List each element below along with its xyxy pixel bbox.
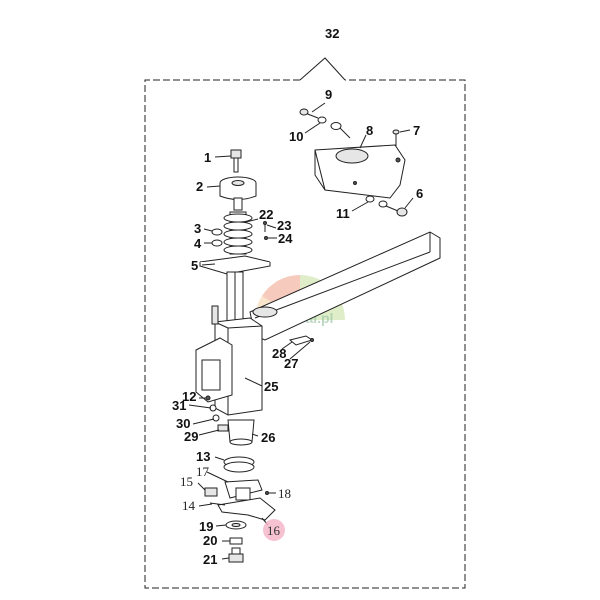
screw-and-washers-9-10 [299, 108, 351, 139]
column-shaft [226, 271, 244, 323]
blade-plate-16 [209, 497, 276, 521]
label-32: 32 [325, 26, 339, 41]
label-31: 31 [172, 398, 186, 413]
label-4: 4 [194, 236, 202, 251]
screws-23-24 [263, 221, 268, 240]
washers-3-4 [211, 228, 223, 247]
label-10: 10 [289, 129, 303, 144]
label-21: 21 [203, 552, 217, 567]
label-3: 3 [194, 221, 201, 236]
label-18: 18 [278, 486, 291, 501]
pin-18 [265, 491, 276, 495]
label-23: 23 [277, 218, 291, 233]
label-24: 24 [278, 231, 293, 246]
collar-26 [227, 419, 255, 446]
label-7: 7 [413, 123, 420, 138]
bolt-21 [228, 547, 244, 563]
bolt-1 [230, 149, 242, 173]
bracket-28-27 [288, 335, 314, 346]
label-27: 27 [284, 356, 298, 371]
label-8: 8 [366, 123, 373, 138]
label-2: 2 [196, 179, 203, 194]
label-6: 6 [416, 186, 423, 201]
highlight-marker [263, 519, 285, 541]
label-17: 17 [196, 464, 210, 479]
leader-lines [188, 102, 414, 560]
label-9: 9 [325, 87, 332, 102]
label-15: 15 [180, 474, 193, 489]
part-labels: 32 9 10 8 7 6 11 1 2 22 3 23 4 24 5 28 2… [172, 26, 423, 567]
label-12: 12 [182, 389, 196, 404]
screw-7 [392, 129, 400, 146]
label-25: 25 [264, 379, 278, 394]
nut-20 [229, 537, 243, 545]
label-14: 14 [182, 498, 196, 513]
plate-5 [199, 255, 271, 275]
label-30: 30 [176, 416, 190, 431]
ring-13 [223, 456, 255, 473]
clamp-17 [224, 479, 263, 501]
small-parts-12-31-30-29 [205, 395, 229, 432]
frame-body-25 [195, 305, 263, 416]
label-20: 20 [203, 533, 217, 548]
knob-2 [219, 176, 257, 211]
label-5: 5 [191, 258, 198, 273]
label-13: 13 [196, 449, 210, 464]
label-29: 29 [184, 429, 198, 444]
label-1: 1 [204, 150, 211, 165]
label-19: 19 [199, 519, 213, 534]
label-16: 16 [267, 523, 281, 538]
assembly-frame [144, 57, 466, 589]
screw-and-washers-6-11 [365, 195, 408, 217]
cover-housing [314, 144, 406, 199]
label-26: 26 [261, 430, 275, 445]
spring-22 [223, 211, 253, 255]
washer-19 [225, 520, 247, 530]
label-11: 11 [336, 206, 350, 221]
part-15 [204, 487, 218, 497]
label-28: 28 [272, 346, 286, 361]
label-22: 22 [259, 207, 273, 222]
